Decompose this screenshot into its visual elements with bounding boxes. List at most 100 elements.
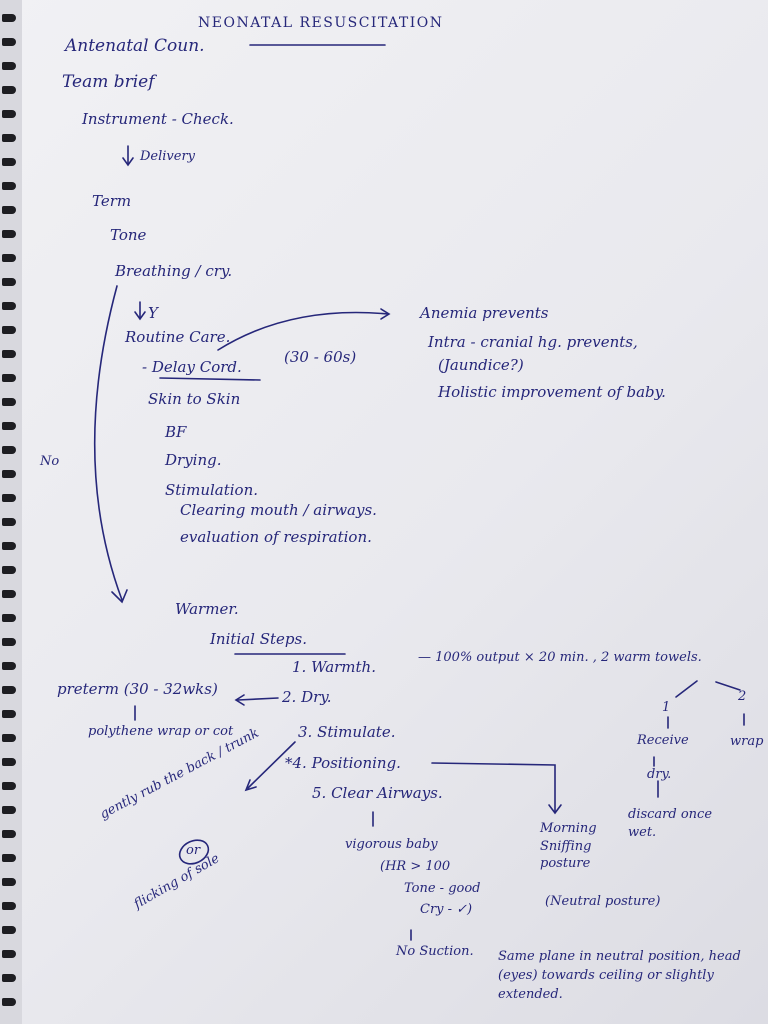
binding-ring bbox=[2, 686, 16, 694]
binding-ring bbox=[2, 710, 16, 718]
binding-ring bbox=[2, 14, 16, 22]
step-positioning: *4. Positioning. bbox=[285, 754, 401, 772]
no-pathway-arrowhead bbox=[111, 589, 128, 604]
delay-cord-label: - Delay Cord. bbox=[142, 358, 242, 376]
binding-ring bbox=[2, 326, 16, 334]
binding-ring bbox=[2, 62, 16, 70]
cry-note: Cry - ✓) bbox=[420, 902, 473, 917]
step-dry: 2. Dry. bbox=[282, 688, 332, 706]
binding-ring bbox=[2, 974, 16, 982]
yes-label: Y bbox=[148, 304, 158, 322]
binding-ring bbox=[2, 494, 16, 502]
warmth-note: — 100% output × 20 min. , 2 warm towels. bbox=[418, 650, 702, 665]
towel-receive: Receive bbox=[637, 733, 689, 748]
binding-ring bbox=[2, 350, 16, 358]
binding-ring bbox=[2, 302, 16, 310]
binding-ring bbox=[2, 182, 16, 190]
binding-ring bbox=[2, 374, 16, 382]
towel-number-1: 1 bbox=[662, 700, 671, 715]
binding-ring bbox=[2, 230, 16, 238]
binding-ring bbox=[2, 926, 16, 934]
benefit-arrowhead bbox=[380, 308, 391, 320]
binding-ring bbox=[2, 422, 16, 430]
benefit-intracranial: Intra - cranial hg. prevents, bbox=[428, 333, 638, 351]
binding-ring bbox=[2, 830, 16, 838]
no-label: No bbox=[40, 454, 60, 469]
binding-ring bbox=[2, 758, 16, 766]
towel-wrap: wrap bbox=[730, 734, 764, 749]
towel-number-2: 2 bbox=[738, 689, 747, 704]
routine-clearing: Clearing mouth / airways. bbox=[180, 501, 377, 519]
binding-ring bbox=[2, 38, 16, 46]
preterm-arrowhead bbox=[234, 694, 245, 706]
assessment-tone: Tone bbox=[110, 226, 147, 244]
vigorous-baby-note: vigorous baby bbox=[345, 837, 438, 852]
sniffing-posture-note: Morning Sniffing posture bbox=[540, 821, 597, 872]
prep-antenatal: Antenatal Coun. bbox=[65, 36, 205, 56]
binding-ring bbox=[2, 590, 16, 598]
preterm-label: preterm (30 - 32wks) bbox=[57, 680, 218, 698]
stimulate-flick-note: flicking of sole bbox=[131, 851, 223, 913]
binding-ring bbox=[2, 854, 16, 862]
preterm-arrow bbox=[237, 697, 279, 701]
routine-care-heading: Routine Care. bbox=[125, 328, 231, 346]
page-title: NEONATAL RESUSCITATION bbox=[198, 15, 444, 31]
binding-ring bbox=[2, 86, 16, 94]
binding-ring bbox=[2, 542, 16, 550]
positioning-arrowhead bbox=[548, 804, 562, 815]
same-plane-note: Same plane in neutral position, head (ey… bbox=[498, 949, 741, 1002]
assessment-term: Term bbox=[92, 192, 132, 210]
binding-ring bbox=[2, 998, 16, 1006]
prep-team-brief: Team brief bbox=[62, 72, 155, 92]
assessment-breathing: Breathing / cry. bbox=[115, 262, 233, 280]
no-suction-note: No Suction. bbox=[396, 944, 474, 959]
binding-ring bbox=[2, 254, 16, 262]
heart-rate-note: (HR > 100 bbox=[380, 859, 451, 874]
stimulate-arrowhead bbox=[244, 779, 257, 792]
tone-good-note: Tone - good bbox=[404, 881, 481, 896]
binding-ring bbox=[2, 158, 16, 166]
step-warmth: 1. Warmth. bbox=[292, 658, 376, 676]
binding-ring bbox=[2, 950, 16, 958]
initial-steps-heading: Initial Steps. bbox=[210, 630, 307, 648]
binding-ring bbox=[2, 446, 16, 454]
binding-ring bbox=[2, 566, 16, 574]
towel-discard: discard once wet. bbox=[628, 807, 713, 841]
binding-ring bbox=[2, 206, 16, 214]
benefit-anemia: Anemia prevents bbox=[420, 304, 549, 322]
stimulate-or: or bbox=[186, 843, 201, 858]
binding-ring bbox=[2, 278, 16, 286]
delay-cord-benefit-arrow bbox=[217, 311, 389, 351]
towel-dry: dry. bbox=[647, 767, 672, 782]
routine-bf: BF bbox=[165, 423, 187, 441]
routine-skin-to-skin: Skin to Skin bbox=[148, 390, 241, 408]
binding-ring bbox=[2, 878, 16, 886]
yes-arrowhead bbox=[134, 311, 146, 321]
binding-ring bbox=[2, 782, 16, 790]
routine-stimulation: Stimulation. bbox=[165, 481, 259, 499]
binding-ring bbox=[2, 614, 16, 622]
binding-ring bbox=[2, 518, 16, 526]
benefit-jaundice: (Jaundice?) bbox=[438, 356, 524, 374]
prep-instrument-check: Instrument - Check. bbox=[82, 110, 234, 128]
towel-branch-left bbox=[675, 680, 698, 698]
warmer-label: Warmer. bbox=[175, 600, 239, 618]
binding-ring bbox=[2, 470, 16, 478]
binding-ring bbox=[2, 662, 16, 670]
delay-cord-time: (30 - 60s) bbox=[284, 348, 357, 366]
positioning-connector bbox=[431, 762, 556, 813]
spiral-binding bbox=[0, 0, 22, 1024]
binding-ring bbox=[2, 806, 16, 814]
binding-ring bbox=[2, 110, 16, 118]
binding-ring bbox=[2, 902, 16, 910]
towel-branch-right bbox=[715, 681, 741, 691]
no-pathway-arrow bbox=[93, 285, 123, 601]
preterm-action: polythene wrap or cot bbox=[88, 724, 234, 739]
step-clear-airways: 5. Clear Airways. bbox=[312, 784, 443, 802]
benefit-holistic: Holistic improvement of baby. bbox=[438, 383, 666, 401]
delivery-arrowhead bbox=[122, 157, 134, 167]
delivery-label: Delivery bbox=[140, 149, 196, 164]
binding-ring bbox=[2, 134, 16, 142]
neutral-posture-note: (Neutral posture) bbox=[545, 894, 661, 909]
